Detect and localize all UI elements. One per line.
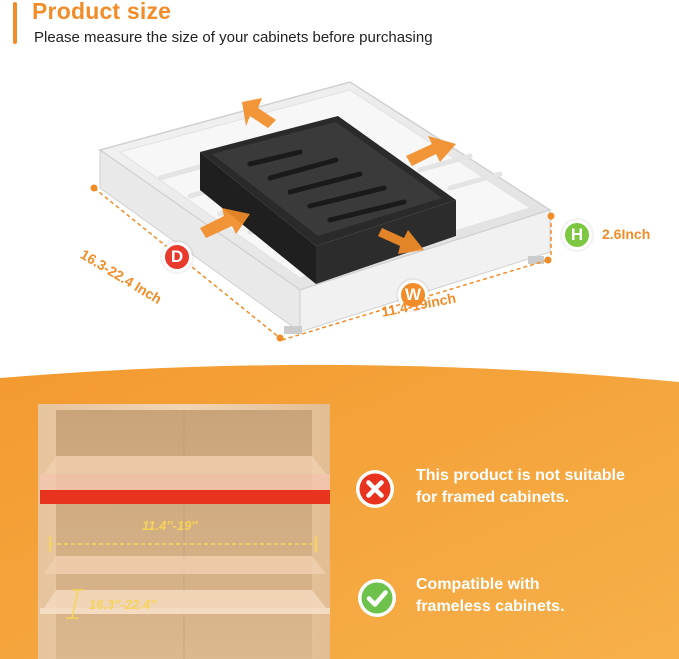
title-accent-bar — [13, 2, 17, 44]
check-icon — [358, 579, 396, 617]
page-subtitle: Please measure the size of your cabinets… — [34, 29, 433, 46]
not-suitable-line-1: This product is not suitable — [416, 467, 625, 484]
slide-arrows — [200, 98, 456, 254]
black-tray — [200, 116, 456, 284]
compatible-note: Compatible with frameless cabinets. — [416, 574, 565, 618]
width-badge: W — [398, 280, 428, 310]
not-suitable-note: This product is not suitable for framed … — [416, 465, 625, 509]
page-title: Product size — [32, 0, 172, 24]
cabinet-depth-measure: 16.3''-22.4'' — [89, 597, 157, 612]
wooden-cabinet — [38, 404, 330, 659]
compatible-line-2: frameless cabinets. — [416, 598, 565, 615]
cabinet-illustration — [0, 364, 679, 659]
cabinet-width-measure: 11.4''-19'' — [142, 518, 198, 533]
not-suitable-line-2: for framed cabinets. — [416, 489, 569, 506]
depth-badge: D — [162, 242, 192, 272]
height-badge: H — [562, 220, 592, 250]
cross-icon — [356, 470, 394, 508]
compatible-line-1: Compatible with — [416, 576, 540, 593]
cabinet-compatibility-panel — [0, 360, 679, 659]
height-dimension-label: 2.6Inch — [602, 226, 651, 242]
product-illustration — [90, 81, 555, 342]
